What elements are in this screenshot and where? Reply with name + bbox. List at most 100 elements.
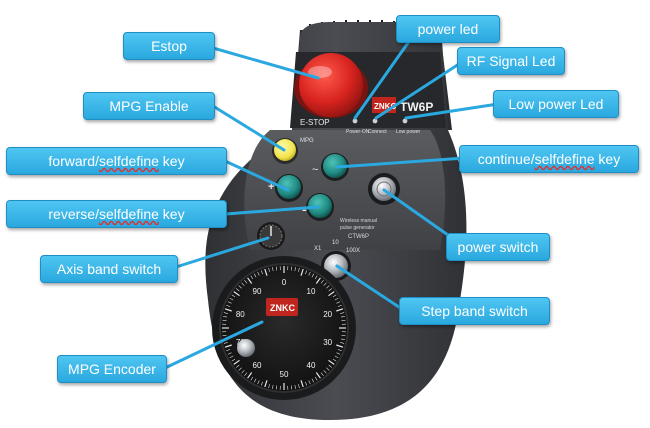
- dial-number: 80: [236, 310, 245, 319]
- callout-low-power-led: Low power Led: [493, 90, 619, 118]
- dial-tick: [247, 277, 253, 284]
- dial-tick: [238, 285, 242, 289]
- dial-tick: [315, 277, 321, 284]
- dial-tick: [236, 364, 240, 368]
- dial-tick: [337, 304, 342, 307]
- reverse-key-button[interactable]: [306, 193, 334, 221]
- step-x1-label: X1: [314, 246, 322, 252]
- dial-tick: [336, 344, 344, 348]
- dial-tick: [337, 349, 342, 352]
- low-power-led-indicator: [402, 118, 408, 124]
- callout-mpg-enable: MPG Enable: [83, 92, 215, 120]
- callout-mpg-encoder: MPG Encoder: [57, 355, 167, 383]
- callout-power-led: power led: [396, 15, 500, 43]
- step-x10-label: 10: [332, 240, 339, 246]
- dial-tick: [223, 342, 228, 344]
- step-x100-label: 100X: [346, 248, 360, 254]
- dial-tick: [227, 301, 232, 304]
- dial-tick: [328, 364, 332, 368]
- dial-tick: [257, 271, 260, 276]
- dial-tick: [320, 372, 324, 376]
- dial-tick: [334, 297, 339, 301]
- dial-tick: [305, 270, 308, 275]
- dial-tick: [233, 359, 240, 365]
- dial-number: 90: [253, 287, 262, 296]
- dial-logo: [266, 298, 298, 316]
- svg-text:ZNKC: ZNKC: [374, 102, 396, 111]
- dial-tick: [294, 384, 296, 389]
- panel-text-1: Wireless manual: [340, 218, 377, 224]
- dial-tick: [229, 297, 234, 301]
- dial-tick: [275, 385, 277, 390]
- dial-tick: [272, 384, 274, 389]
- dial-tick: [326, 285, 330, 289]
- dial-tick: [340, 312, 345, 314]
- dial-tick: [332, 358, 337, 362]
- callout-rf-signal-led: RF Signal Led: [457, 47, 565, 75]
- dial-tick: [298, 267, 300, 272]
- led-signal-text: Connect: [368, 129, 387, 135]
- continue-sign: ~: [312, 164, 318, 176]
- dial-tick: [272, 267, 274, 272]
- dial-tick: [250, 376, 254, 381]
- dial-finger-knob[interactable]: [237, 339, 255, 357]
- dial-tick: [244, 280, 248, 284]
- dial-tick: [308, 380, 311, 385]
- dial-tick: [328, 359, 335, 365]
- callout-continue-key: continue/selfdefine key: [459, 145, 639, 173]
- dial-tick: [244, 372, 248, 376]
- dial-tick: [323, 282, 327, 286]
- estop-button[interactable]: [294, 53, 368, 118]
- dial-tick: [320, 280, 324, 284]
- dial-number: 10: [307, 287, 316, 296]
- dial-number: 60: [253, 361, 262, 370]
- callout-connectors: [163, 38, 500, 370]
- dial-tick: [247, 372, 253, 379]
- dial-tick: [222, 319, 227, 321]
- dial-tick: [311, 378, 315, 383]
- dial-tick: [291, 385, 293, 390]
- dial-tick: [231, 294, 236, 298]
- dial-tick: [336, 352, 341, 355]
- dial-tick: [226, 349, 231, 352]
- dial-tick: [326, 367, 330, 371]
- dial-tick: [336, 308, 344, 312]
- dial-tick: [241, 282, 245, 286]
- dial-tick: [341, 335, 346, 337]
- mpg-encoder-dial[interactable]: 0102030405060708090 ZNKC: [212, 256, 356, 400]
- mpg-label: MPG: [300, 138, 314, 144]
- estop-label: E-STOP: [300, 118, 330, 127]
- panel-text-3: CTW6P: [348, 234, 369, 240]
- reverse-sign: −: [302, 205, 308, 217]
- dial-tick: [253, 273, 257, 278]
- continue-key-button[interactable]: [321, 153, 349, 181]
- dial-tick: [224, 344, 232, 348]
- axis-band-switch[interactable]: [257, 222, 285, 250]
- forward-sign: +: [268, 181, 274, 193]
- dial-tick: [241, 370, 245, 374]
- dial-tick: [328, 288, 332, 292]
- dial-tick: [260, 381, 263, 386]
- forward-key-button[interactable]: [275, 174, 303, 202]
- rf-signal-led-indicator: [372, 118, 378, 124]
- model-label: TW6P: [400, 100, 433, 114]
- dial-tick: [253, 378, 257, 383]
- dial-tick: [311, 273, 315, 278]
- dial-tick: [305, 381, 308, 386]
- dial-tick: [340, 338, 345, 340]
- dial-tick: [308, 271, 311, 276]
- dial-tick: [233, 291, 240, 297]
- dial-number: 30: [323, 338, 332, 347]
- dial-tick: [314, 376, 318, 381]
- dial-ticks: [222, 266, 346, 390]
- dial-tick: [264, 268, 268, 276]
- dial-tick: [260, 270, 263, 275]
- dial-tick: [300, 268, 304, 276]
- dial-tick: [250, 275, 254, 280]
- dial-tick: [328, 291, 335, 297]
- dial-tick: [332, 294, 337, 298]
- power-led-indicator: [352, 118, 358, 124]
- dial-tick: [336, 301, 341, 304]
- dial-tick: [224, 308, 232, 312]
- callout-axis-band-switch: Axis band switch: [40, 255, 178, 283]
